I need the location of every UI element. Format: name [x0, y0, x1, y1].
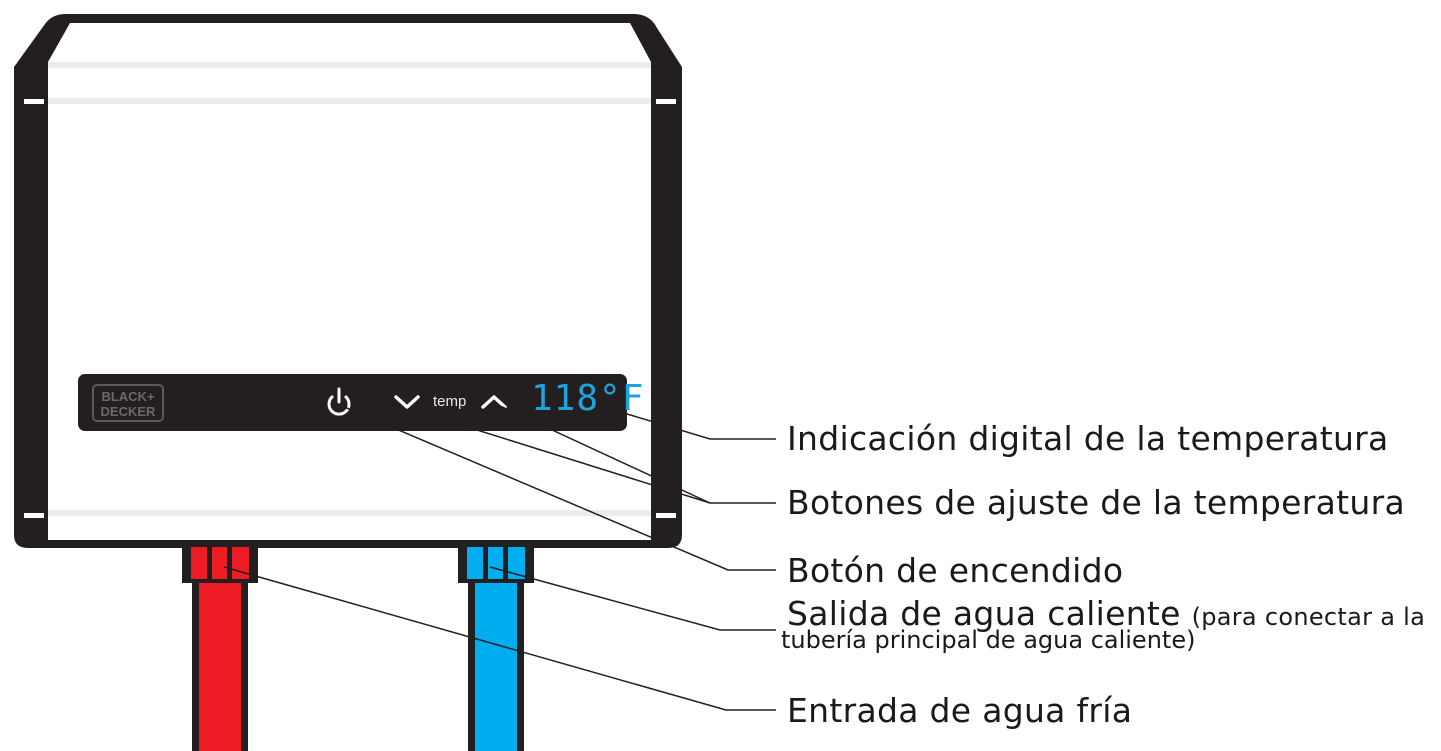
leader-power: [341, 405, 776, 571]
hot-pipe-fill: [199, 583, 241, 751]
face-stripe: [48, 510, 651, 516]
hot-pipe-fitting-groove: [227, 547, 232, 579]
temp-label: temp: [433, 393, 467, 410]
cold-pipe-fitting-groove: [503, 547, 508, 579]
callout-cold-inlet: Entrada de agua fría: [787, 691, 1133, 730]
leader-display: [593, 403, 776, 440]
side-tick: [656, 99, 676, 104]
leader-cold-inlet: [223, 566, 776, 711]
leader-temp-up: [495, 403, 711, 504]
cold-pipe-fitting-groove: [483, 547, 488, 579]
cold-pipe-fill: [475, 583, 517, 751]
side-tick: [24, 513, 44, 518]
control-panel: [78, 374, 627, 431]
hot-pipe-fitting-fill: [191, 547, 249, 579]
face-stripe: [48, 98, 651, 104]
chevron-down-icon[interactable]: [394, 395, 420, 409]
side-tick: [24, 99, 44, 104]
chevron-up-icon[interactable]: [481, 395, 507, 409]
callout-hot-outlet-note-1: (para conectar a la: [1191, 603, 1426, 631]
temperature-display: 118°F: [531, 378, 645, 419]
callout-display: Indicación digital de la temperatura: [787, 419, 1389, 458]
leader-hot-outlet: [489, 566, 776, 631]
brand-logo: BLACK+ DECKER: [92, 384, 164, 422]
brand-line-1: BLACK+: [101, 389, 155, 404]
power-icon[interactable]: [327, 387, 351, 416]
callout-power-button: Botón de encendido: [787, 551, 1124, 590]
callout-temp-buttons: Botones de ajuste de la temperatura: [787, 483, 1406, 522]
face-stripe: [48, 62, 651, 68]
callout-hot-outlet-note-2: tubería principal de agua caliente): [781, 626, 1196, 654]
brand-line-2: DECKER: [100, 404, 156, 419]
hot-pipe-fitting-groove: [207, 547, 212, 579]
callout-hot-outlet-main: Salida de agua caliente: [787, 594, 1181, 633]
callout-hot-outlet: Salida de agua caliente (para conectar a…: [787, 597, 1425, 630]
side-tick: [656, 513, 676, 518]
